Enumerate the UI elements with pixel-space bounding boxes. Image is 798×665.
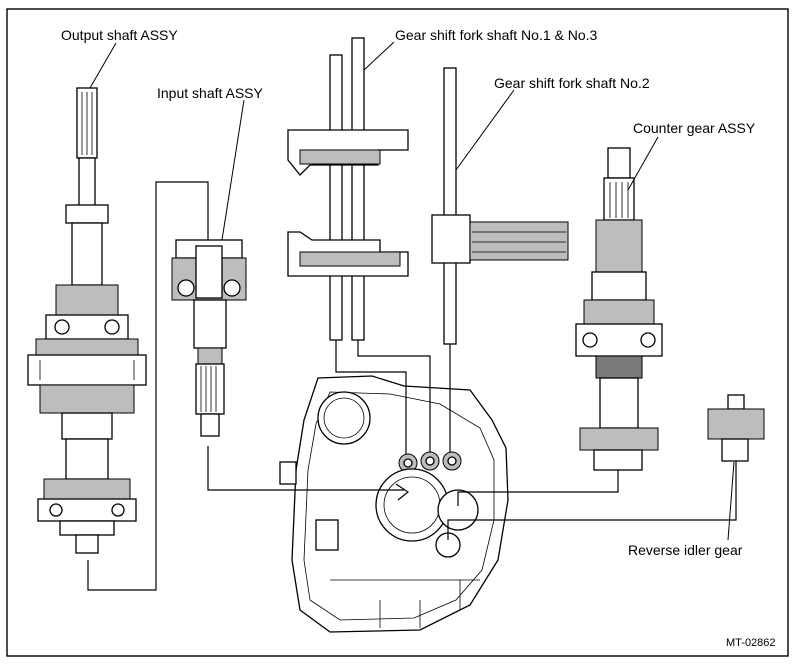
label-fork-shaft-1-3: Gear shift fork shaft No.1 & No.3 (395, 27, 598, 43)
fork-shaft-1-3-illustration (287, 37, 409, 341)
input-shaft-illustration (171, 239, 247, 437)
figure-code: MT-02862 (726, 637, 776, 649)
diagram-frame (6, 8, 789, 657)
label-output-shaft: Output shaft ASSY (61, 27, 178, 43)
label-counter-gear: Counter gear ASSY (633, 120, 756, 136)
counter-gear-illustration (575, 147, 663, 471)
label-input-shaft: Input shaft ASSY (157, 85, 264, 101)
transmission-case-illustration (279, 375, 509, 633)
label-reverse-idler: Reverse idler gear (628, 542, 743, 558)
output-shaft-illustration (27, 87, 147, 554)
reverse-idler-gear-illustration (707, 394, 765, 462)
connection-lines (87, 181, 737, 591)
fork-shaft-2-illustration (431, 67, 569, 345)
leader-lines (89, 41, 735, 541)
label-fork-shaft-2: Gear shift fork shaft No.2 (494, 75, 650, 91)
